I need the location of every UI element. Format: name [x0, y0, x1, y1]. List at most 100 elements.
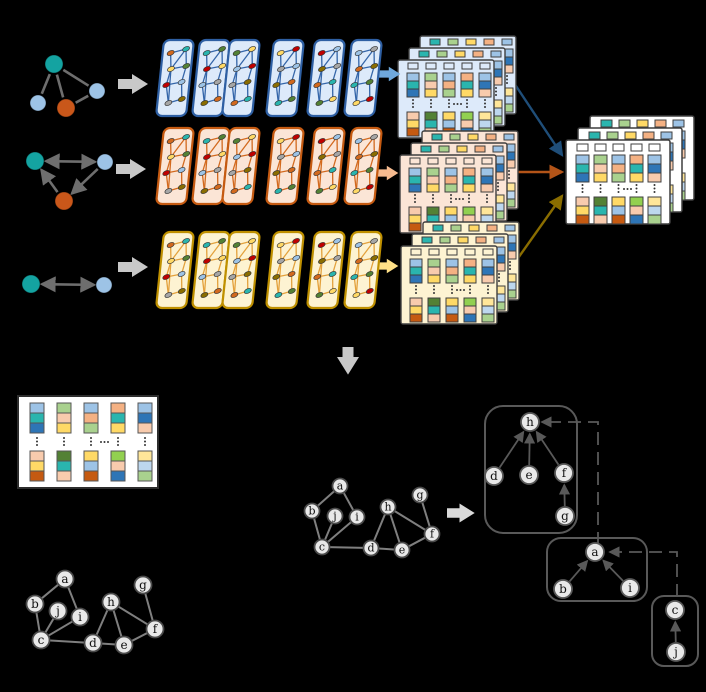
- walk-card-node: [198, 170, 207, 176]
- final-embedding-matrix: [17, 395, 159, 489]
- input-graph-node: [56, 98, 76, 118]
- graph-edge: [116, 605, 150, 626]
- graph-node-label: i: [355, 511, 359, 524]
- input-graph-node: [25, 151, 45, 171]
- hierarchy-node-label: f: [562, 466, 568, 480]
- graph-edge: [498, 430, 525, 469]
- walk-card-node: [355, 66, 363, 72]
- graph-node-label: a: [61, 572, 68, 586]
- walk-card-node: [287, 79, 296, 85]
- hierarchy-node-e: [519, 465, 539, 485]
- walk-card-node: [352, 292, 361, 298]
- merge-arrow-view1: [509, 76, 564, 157]
- cluster-box-cj: [651, 595, 699, 667]
- walk-card-node: [333, 46, 341, 52]
- walk-card-node: [230, 188, 239, 194]
- walk-card-node: [182, 46, 190, 52]
- graph-edge: [326, 520, 353, 544]
- walk-cards-view2: [155, 126, 383, 206]
- walk-card-node: [328, 96, 337, 102]
- graph-edge: [312, 516, 322, 542]
- graph-edge: [144, 591, 154, 623]
- walk-card: [306, 126, 346, 206]
- walk-card-node: [292, 63, 301, 69]
- walk-card: [155, 126, 195, 206]
- walk-card-node: [182, 151, 191, 157]
- graph-node-c: [31, 630, 51, 650]
- walk-card-node: [272, 274, 281, 280]
- walk-cards-view3: [155, 230, 383, 310]
- walk-card: [221, 126, 261, 206]
- walk-card-node: [350, 274, 359, 280]
- walk-card-node: [243, 184, 252, 190]
- walk-card-node: [228, 274, 237, 280]
- graph-node-label: d: [89, 636, 97, 650]
- walk-card-node: [287, 96, 296, 102]
- hierarchy-node-g: [555, 506, 575, 526]
- walk-card-node: [233, 258, 241, 264]
- hierarchy-node-d: [484, 466, 504, 486]
- walk-card-node: [352, 100, 361, 106]
- walk-card-node: [182, 255, 191, 261]
- walk-card-node: [318, 66, 326, 72]
- hierarchy-node-j: [666, 642, 686, 662]
- hierarchy-node-label: c: [672, 603, 679, 617]
- walk-card-node: [313, 82, 322, 88]
- graph-node-label: b: [31, 597, 39, 611]
- walk-card-node: [276, 50, 285, 56]
- walk-card: [155, 230, 195, 310]
- walk-card: [306, 230, 346, 310]
- walk-card-node: [355, 258, 363, 264]
- graph-edge: [39, 276, 97, 293]
- walk-card-node: [328, 271, 337, 277]
- walk-card-node: [370, 238, 378, 244]
- graph-edge: [342, 491, 355, 512]
- graph-edge: [66, 585, 79, 611]
- graph-node-label: c: [38, 633, 45, 647]
- graph-edge: [100, 642, 117, 646]
- walk-card-node: [218, 151, 227, 157]
- walk-card-node: [352, 188, 361, 194]
- walk-card-node: [182, 63, 191, 69]
- graph-node-f: [423, 525, 441, 543]
- walk-card-node: [232, 242, 241, 248]
- walk-card-node: [177, 184, 186, 190]
- walk-card-node: [317, 242, 326, 248]
- graph-edge: [407, 536, 427, 548]
- walk-card-node: [243, 79, 252, 85]
- walk-card-node: [218, 255, 227, 261]
- walk-card-node: [365, 167, 374, 173]
- walk-card-node: [277, 154, 285, 160]
- embedding-stack-view2: [399, 130, 519, 234]
- walk-card-node: [213, 79, 222, 85]
- walk-card-node: [315, 100, 324, 106]
- graph-node-label: a: [337, 480, 344, 493]
- embedding-stack-view3: [400, 221, 520, 325]
- walk-card-node: [248, 151, 257, 157]
- walk-card-node: [317, 50, 326, 56]
- walk-card-node: [198, 274, 207, 280]
- walk-card-node: [370, 46, 378, 52]
- hierarchy-node-label: h: [526, 415, 534, 429]
- arrow-walks3-to-embed: [377, 258, 399, 274]
- graph-node-label: f: [430, 528, 435, 541]
- hierarchy-node-label: e: [525, 468, 532, 482]
- graph-edge: [40, 73, 52, 95]
- graph-edge: [95, 608, 109, 637]
- walk-card-node: [248, 63, 257, 69]
- walk-card-node: [232, 50, 241, 56]
- walk-card-node: [313, 170, 322, 176]
- walk-card-node: [230, 100, 239, 106]
- graph-edge: [323, 521, 334, 542]
- graph-node-label: e: [120, 638, 127, 652]
- input-graph-node: [88, 82, 106, 100]
- walk-card-node: [213, 184, 222, 190]
- walk-card-node: [162, 82, 171, 88]
- walk-card: [221, 38, 261, 118]
- graph-node-e: [114, 635, 134, 655]
- walk-card-node: [274, 100, 283, 106]
- hierarchy-node-f: [554, 463, 574, 483]
- graph-node-label: e: [399, 544, 406, 557]
- walk-card-node: [315, 188, 324, 194]
